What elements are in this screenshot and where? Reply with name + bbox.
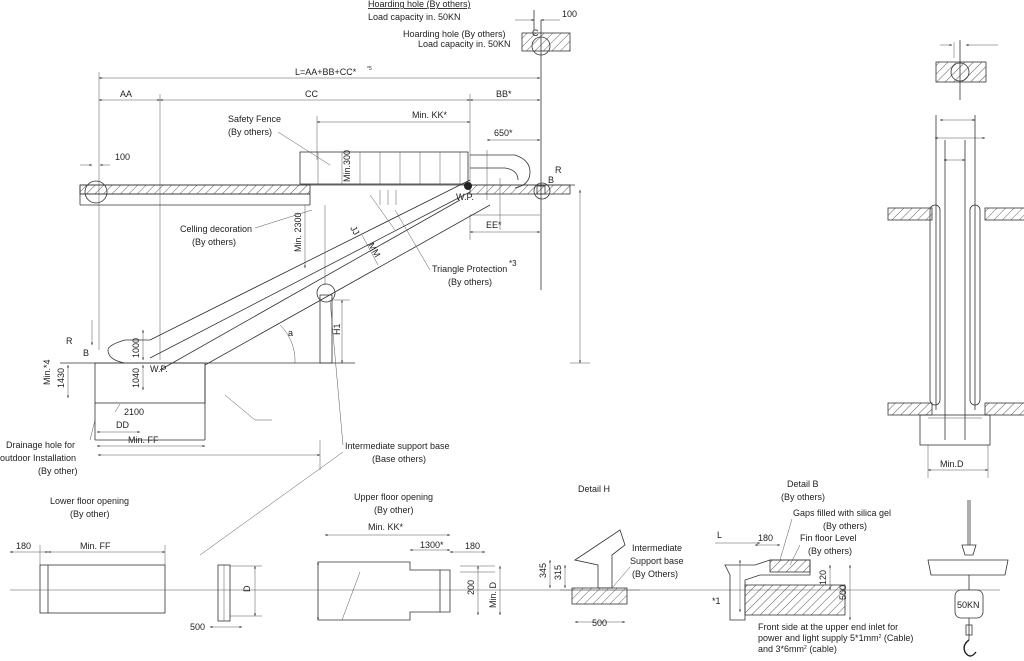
hoist-detail: 50KN (927, 500, 1009, 657)
hoarding-hole-top (515, 10, 571, 290)
dim-cc: CC (305, 89, 318, 99)
dim-180-lower: 180 (16, 541, 31, 551)
h1: H1 (332, 323, 342, 335)
min-300: Min.300 (342, 150, 352, 182)
letter-b-right: B (548, 175, 554, 185)
load-50kn: 50KN (957, 600, 980, 610)
intermediate-line1: Intermediate support base (345, 441, 450, 451)
dim-aa: AA (120, 89, 132, 99)
lower-open-line1: Lower floor opening (50, 496, 129, 506)
drainage-line1: Drainage hole for (6, 440, 75, 450)
front-line2: power and light supply 5*1mm2 (Cable) (758, 633, 913, 643)
dd: DD (116, 420, 129, 430)
hoarding-top-line2: Load capacity in. 50KN (368, 12, 461, 22)
angle-a: a (288, 328, 293, 338)
star-1: *1 (712, 596, 721, 606)
letter-l: L (717, 530, 722, 540)
dim-500-h: 500 (592, 618, 607, 628)
dim-1300: 1300* (420, 540, 444, 550)
upper-floor-slab (79, 184, 575, 206)
mm: MM (366, 241, 382, 259)
gaps-line1: Gaps filled with silica gel (793, 508, 891, 518)
wp-lower: W.P. (150, 364, 168, 374)
wp-upper: W.P. (456, 192, 474, 202)
dim-650: 650* (494, 128, 513, 138)
detail-b: Detail B (By others) Gaps filled with si… (712, 479, 913, 654)
triangle-line2: (By others) (448, 277, 492, 287)
ceiling-line1: Celling decoration (180, 224, 252, 234)
dim-bb: BB* (496, 89, 512, 99)
lower-open-line2: (By other) (70, 509, 110, 519)
detail-b-subtitle: (By others) (781, 492, 825, 502)
detail-h-title: Detail H (578, 484, 610, 494)
intermediate-line2: (Base others) (372, 454, 426, 464)
dim-100-top: 100 (562, 9, 577, 19)
dim-200: 200 (466, 580, 476, 595)
ceiling-line2: (By others) (192, 237, 236, 247)
safety-fence-line1: Safety Fence (228, 114, 281, 124)
letter-r-right: R (555, 165, 562, 175)
dim-315: 315 (553, 565, 563, 580)
hoarding-mid-line1: Hoarding hole (By others) (403, 29, 506, 39)
dim-1430: 1430 (56, 368, 66, 388)
main-elevation: Hoarding hole (By others) Load capacity … (0, 0, 590, 556)
front-line3: and 3*6mm2 (cable) (758, 644, 837, 654)
dim-2100: 2100 (124, 407, 144, 417)
min-ff-lower: Min. FF (80, 541, 111, 551)
dim-345: 345 (538, 563, 548, 578)
lower-landing (60, 339, 355, 441)
triangle-superscript: *3 (509, 259, 517, 268)
jj: JJ (348, 224, 361, 237)
dim-180-upper: 180 (465, 541, 480, 551)
side-elevation: Min.D (887, 40, 1024, 478)
letter-c: C (532, 28, 539, 38)
detail-h: Detail H 345 315 500 Intermediate Suppor… (538, 484, 684, 628)
safety-fence-line2: (By others) (228, 127, 272, 137)
min-kk-upper: Min. KK* (368, 522, 404, 532)
triangle-line1: Triangle Protection (432, 264, 507, 274)
min-ff: Min. FF (128, 435, 159, 445)
min-d-right: Min.D (940, 459, 964, 469)
dim-120: 120 (818, 570, 828, 585)
min-d-upper: Min. D (488, 581, 498, 608)
dim-100-left: 100 (115, 152, 130, 162)
hoarding-mid-line2: Load capacity in. 50KN (418, 39, 511, 49)
safety-fence (299, 151, 469, 185)
dim-500-b: 500 (838, 585, 848, 600)
detail-b-title: Detail B (787, 479, 819, 489)
dim-1040: 1040 (131, 368, 141, 388)
dim-180-b: 180 (758, 533, 773, 543)
dim-1000: 1000 (131, 338, 141, 358)
overall-length-label: L=AA+BB+CC* (295, 67, 357, 77)
min-1430-star: Min.*4 (42, 359, 52, 385)
fin-floor-line2: (By others) (808, 546, 852, 556)
dim-500-lower: 500 (190, 622, 205, 632)
drainage-line2: outdoor Installation (0, 453, 76, 463)
fin-floor-line1: Fin floor Level (800, 533, 857, 543)
inter-sb-line1: Intermediate (632, 543, 682, 553)
upper-open-line1: Upper floor opening (354, 492, 433, 502)
gaps-line2: (By others) (823, 521, 867, 531)
inter-sb-line2: Support base (630, 556, 684, 566)
upper-open-line2: (By other) (374, 505, 414, 515)
hoarding-top-line1: Hoarding hole (By others) (368, 0, 471, 9)
letter-b-left: B (83, 348, 89, 358)
overall-length-superscript: *5 (367, 66, 372, 72)
letter-r-left: R (66, 336, 73, 346)
upper-floor-opening: Upper floor opening (By other) Min. KK* … (317, 492, 501, 621)
escalator-truss (149, 179, 491, 371)
inter-sb-line3: (By Others) (632, 569, 678, 579)
ee: EE* (486, 220, 502, 230)
drainage-line3: (By other) (38, 466, 78, 476)
dim-d-lower: D (242, 585, 252, 592)
front-line1: Front side at the upper end inlet for (758, 622, 898, 632)
min-2300: Min. 2300 (293, 212, 303, 252)
min-kk: Min. KK* (412, 110, 448, 120)
